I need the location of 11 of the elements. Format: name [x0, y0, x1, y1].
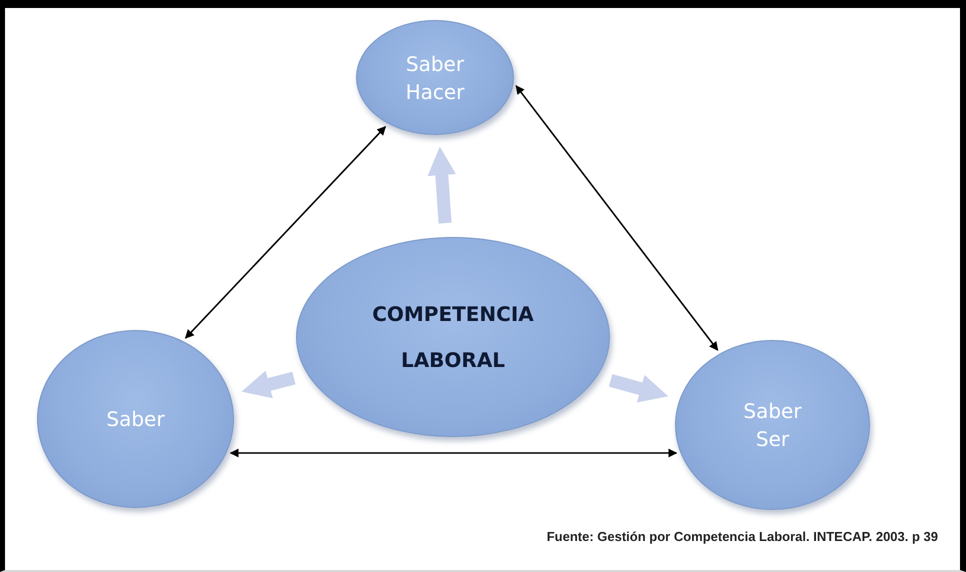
- block-arrow: [242, 370, 296, 398]
- source-caption: Fuente: Gestión por Competencia Laboral. INTECAP. 2003. p 39: [546, 529, 938, 544]
- node-label: Saber: [106, 406, 165, 433]
- node-label: COMPETENCIA LABORAL: [371, 301, 535, 374]
- block-arrow: [608, 374, 668, 402]
- node-label: Saber Hacer: [404, 50, 466, 106]
- block-arrow: [428, 146, 456, 224]
- double-arrow: [184, 126, 386, 339]
- node-label: Saber Ser: [742, 398, 803, 453]
- double-arrow: [230, 448, 678, 458]
- double-arrow: [515, 85, 718, 351]
